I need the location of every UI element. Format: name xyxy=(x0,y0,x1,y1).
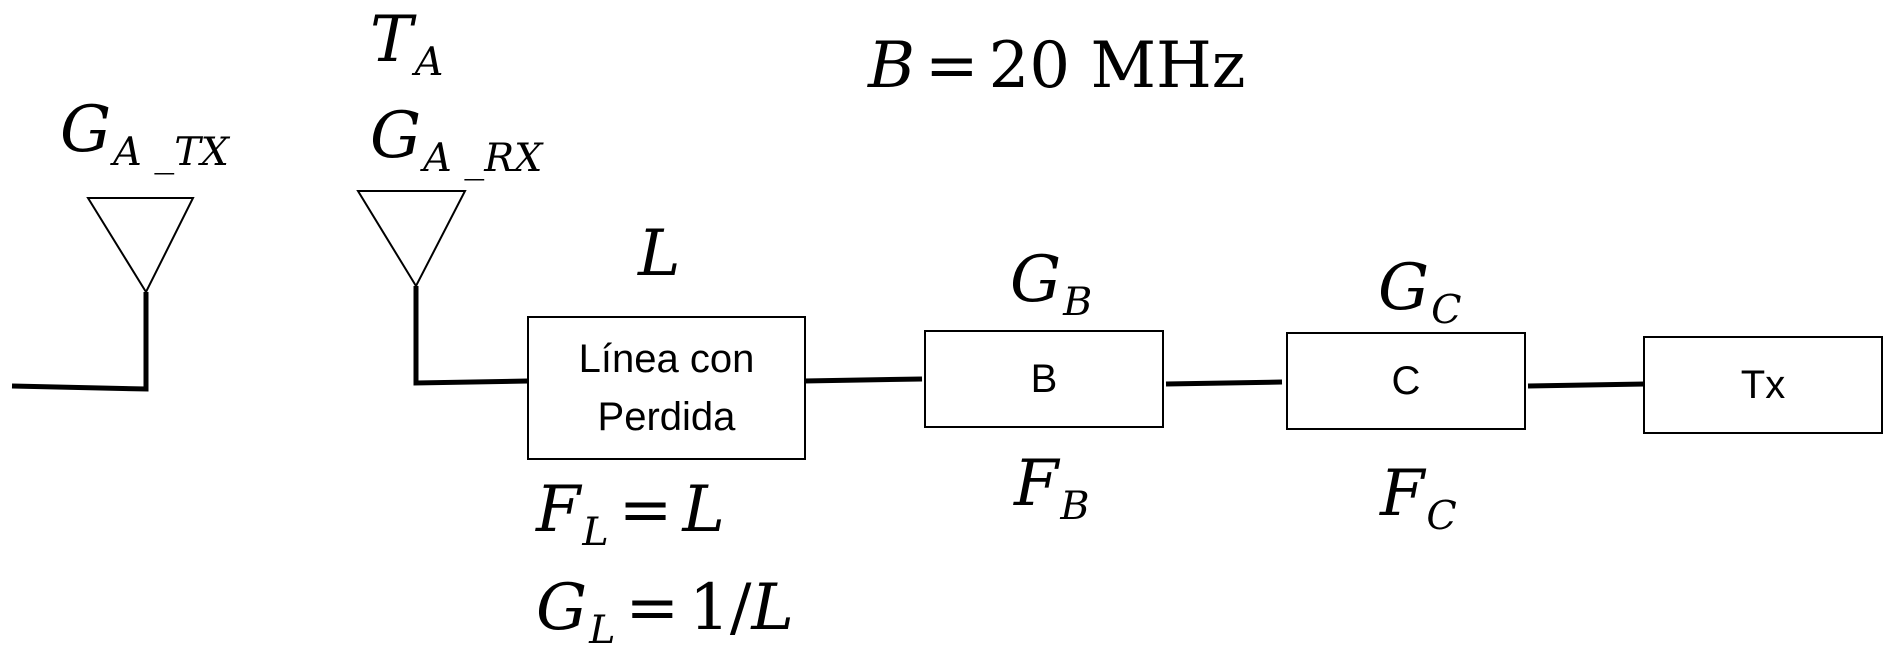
stage-b-gain-sub: B xyxy=(1063,278,1093,325)
rx-antenna-feed xyxy=(413,286,529,386)
rx-temp-var: T xyxy=(370,3,413,77)
stage-b-nf-sub: B xyxy=(1060,482,1090,529)
tx-label: Tx xyxy=(1740,363,1786,407)
rx-antenna-temperature: TA xyxy=(370,8,443,83)
bandwidth-eq: = xyxy=(925,29,979,103)
tx-antenna-gain: GA _TX xyxy=(60,98,229,173)
stage-b-gain: GB xyxy=(1010,248,1092,323)
line-gain-sub: L xyxy=(589,606,616,646)
lossy-line-label-1: Línea con xyxy=(578,337,755,381)
bandwidth-value: 20 xyxy=(988,29,1071,103)
line-loss-var: L xyxy=(638,217,681,291)
stage-c-nf-sub: C xyxy=(1426,492,1457,539)
wire-line-to-b xyxy=(803,376,923,384)
stage-c-noise-figure: FC xyxy=(1380,462,1457,537)
line-nf-rhs: L xyxy=(682,473,725,547)
stage-c-label: C xyxy=(1391,359,1421,403)
line-gain-eq: = xyxy=(625,571,680,645)
bandwidth-var: B xyxy=(868,29,916,103)
wire-c-to-tx xyxy=(1527,381,1646,389)
rx-antenna-gain: GA _RX xyxy=(370,104,542,179)
line-gain-rhs-num: 1/ xyxy=(689,571,752,645)
stage-c-gain-sub: C xyxy=(1431,286,1462,333)
rx-gain-var: G xyxy=(370,99,422,173)
lossy-line-label: Línea con Perdida xyxy=(579,330,755,446)
stage-c-gain: GC xyxy=(1378,256,1461,331)
bandwidth-expression: B=20 MHz xyxy=(868,34,1246,98)
stage-b-gain-var: G xyxy=(1010,243,1062,317)
line-gain-var: G xyxy=(536,571,588,645)
line-noise-figure: FL=L xyxy=(536,478,725,553)
line-nf-sub: L xyxy=(582,508,609,555)
rx-gain-sub: A _RX xyxy=(423,134,543,181)
bandwidth-unit: MHz xyxy=(1090,29,1246,103)
tx-block: Tx xyxy=(1643,336,1883,434)
line-nf-eq: = xyxy=(618,473,673,547)
rx-temp-sub: A xyxy=(414,38,444,85)
stage-c-block: C xyxy=(1286,332,1526,430)
tx-antenna-feed xyxy=(11,292,149,392)
tx-antenna-icon xyxy=(86,197,195,295)
stage-b-nf-var: F xyxy=(1014,447,1059,521)
tx-gain-sub: A _TX xyxy=(113,128,229,175)
stage-b-noise-figure: FB xyxy=(1014,452,1090,527)
stage-b-label: B xyxy=(1030,357,1058,401)
rx-antenna-icon xyxy=(356,190,467,289)
line-gain: GL=1/L xyxy=(536,576,794,646)
lossy-line-label-2: Perdida xyxy=(597,395,736,439)
stage-c-gain-var: G xyxy=(1378,251,1430,325)
wire-b-to-c xyxy=(1165,379,1283,387)
line-loss-symbol: L xyxy=(638,222,681,286)
stage-b-block: B xyxy=(924,330,1164,428)
stage-c-nf-var: F xyxy=(1380,457,1425,531)
lossy-line-block: Línea con Perdida xyxy=(527,316,806,460)
line-nf-var: F xyxy=(536,473,581,547)
tx-gain-var: G xyxy=(60,93,112,167)
line-gain-rhs-var: L xyxy=(751,571,794,645)
